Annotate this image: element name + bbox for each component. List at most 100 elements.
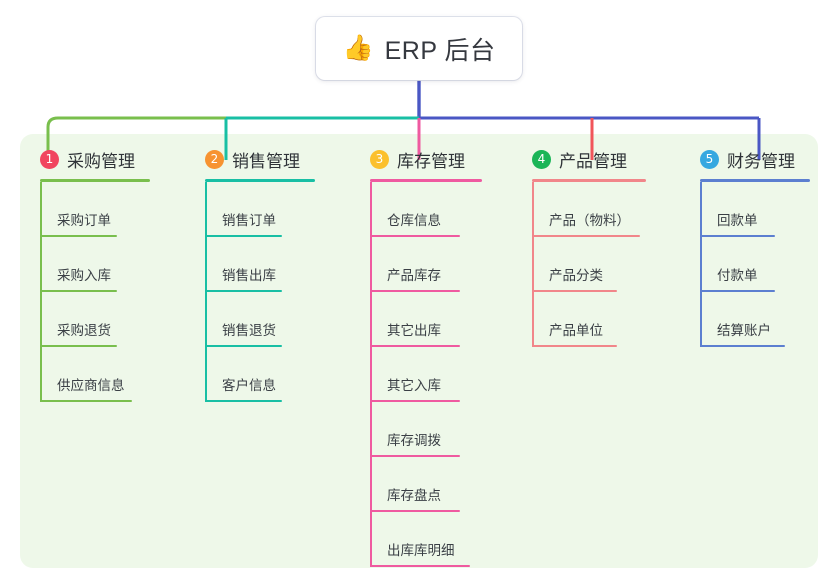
column-items: 回款单付款单结算账户 [700, 182, 810, 347]
column-badge: 5 [700, 149, 719, 169]
leaf-item-label: 客户信息 [222, 378, 276, 393]
leaf-item-rule [40, 400, 132, 402]
leaf-item[interactable]: 库存调拨 [370, 402, 482, 457]
column-items: 产品（物料） 产品分类产品单位 [532, 182, 646, 347]
leaf-item-rule [370, 510, 460, 512]
leaf-item-rule [40, 290, 117, 292]
leaf-item-rule [370, 565, 470, 567]
leaf-item[interactable]: 回款单 [700, 182, 810, 237]
leaf-item[interactable]: 客户信息 [205, 347, 315, 402]
leaf-item-label: 付款单 [717, 268, 758, 283]
column-badge: 2 [205, 149, 224, 169]
leaf-item-label: 采购退货 [57, 323, 111, 338]
leaf-item-label: 采购订单 [57, 213, 111, 228]
leaf-item[interactable]: 产品库存 [370, 237, 482, 292]
diagram-panel [20, 134, 818, 568]
leaf-item-label: 销售退货 [222, 323, 276, 338]
root-node[interactable]: 👍 ERP 后台 [316, 17, 522, 80]
leaf-item[interactable]: 付款单 [700, 237, 810, 292]
leaf-item-label: 其它出库 [387, 323, 441, 338]
column-items: 仓库信息产品库存其它出库其它入库库存调拨库存盘点出库库明细 [370, 182, 482, 567]
leaf-item[interactable]: 其它入库 [370, 347, 482, 402]
leaf-item-label: 结算账户 [717, 323, 771, 338]
column-header-2[interactable]: 2 销售管理 [205, 146, 315, 172]
column-header-rule [700, 179, 810, 182]
column-title: 采购管理 [67, 151, 135, 171]
column-header-4[interactable]: 4 产品管理 [532, 146, 646, 172]
root-title: ERP 后台 [384, 36, 496, 65]
leaf-item-label: 回款单 [717, 213, 758, 228]
leaf-item-rule [370, 290, 460, 292]
leaf-item-rule [700, 345, 785, 347]
leaf-item[interactable]: 产品单位 [532, 292, 646, 347]
leaf-item-rule [370, 235, 460, 237]
leaf-item-rule [370, 455, 460, 457]
leaf-item-rule [532, 235, 640, 237]
root-node-content: 👍 ERP 后台 [342, 31, 495, 67]
leaf-item-rule [205, 290, 282, 292]
leaf-item-rule [700, 290, 775, 292]
column-spine [40, 182, 42, 402]
leaf-item-label: 仓库信息 [387, 213, 441, 228]
leaf-item-rule [40, 235, 117, 237]
leaf-item-rule [700, 235, 775, 237]
leaf-item-rule [370, 345, 460, 347]
column-title: 库存管理 [397, 151, 465, 171]
leaf-item-rule [40, 345, 117, 347]
leaf-item-label: 销售出库 [222, 268, 276, 283]
column-产品管理: 4 产品管理产品（物料） 产品分类产品单位 [532, 146, 646, 347]
column-header-rule [205, 179, 315, 182]
column-header-1[interactable]: 1 采购管理 [40, 146, 150, 172]
leaf-item-rule [532, 345, 617, 347]
column-badge: 1 [40, 149, 59, 169]
leaf-item[interactable]: 产品分类 [532, 237, 646, 292]
leaf-item-rule [532, 290, 617, 292]
leaf-item-rule [370, 400, 460, 402]
thumbs-up-icon: 👍 [342, 34, 374, 62]
leaf-item[interactable]: 出库库明细 [370, 512, 482, 567]
column-title: 销售管理 [232, 151, 300, 171]
column-header-3[interactable]: 3 库存管理 [370, 146, 482, 172]
leaf-item-label: 其它入库 [387, 378, 441, 393]
column-items: 销售订单销售出库销售退货客户信息 [205, 182, 315, 402]
column-财务管理: 5 财务管理回款单付款单结算账户 [700, 146, 810, 347]
column-title: 财务管理 [727, 151, 795, 171]
leaf-item-label: 产品库存 [387, 268, 441, 283]
leaf-item[interactable]: 销售出库 [205, 237, 315, 292]
column-spine [700, 182, 702, 347]
leaf-item-rule [205, 345, 282, 347]
column-items: 采购订单采购入库采购退货供应商信息 [40, 182, 150, 402]
column-spine [532, 182, 534, 347]
leaf-item-label: 产品（物料） [549, 213, 630, 228]
leaf-item-label: 采购入库 [57, 268, 111, 283]
leaf-item-label: 库存盘点 [387, 488, 441, 503]
column-header-5[interactable]: 5 财务管理 [700, 146, 810, 172]
leaf-item[interactable]: 销售退货 [205, 292, 315, 347]
column-title: 产品管理 [559, 151, 627, 171]
leaf-item-label: 出库库明细 [387, 543, 455, 558]
leaf-item[interactable]: 结算账户 [700, 292, 810, 347]
leaf-item-label: 供应商信息 [57, 378, 125, 393]
column-badge: 4 [532, 149, 551, 169]
leaf-item[interactable]: 其它出库 [370, 292, 482, 347]
leaf-item-rule [205, 235, 282, 237]
column-库存管理: 3 库存管理仓库信息产品库存其它出库其它入库库存调拨库存盘点出库库明细 [370, 146, 482, 567]
leaf-item[interactable]: 供应商信息 [40, 347, 150, 402]
leaf-item-rule [205, 400, 282, 402]
leaf-item[interactable]: 销售订单 [205, 182, 315, 237]
column-spine [370, 182, 372, 567]
leaf-item-label: 产品单位 [549, 323, 603, 338]
leaf-item[interactable]: 采购入库 [40, 237, 150, 292]
leaf-item[interactable]: 产品（物料） [532, 182, 646, 237]
leaf-item[interactable]: 仓库信息 [370, 182, 482, 237]
leaf-item-label: 库存调拨 [387, 433, 441, 448]
column-badge: 3 [370, 149, 389, 169]
leaf-item[interactable]: 采购订单 [40, 182, 150, 237]
column-采购管理: 1 采购管理采购订单采购入库采购退货供应商信息 [40, 146, 150, 402]
leaf-item[interactable]: 库存盘点 [370, 457, 482, 512]
column-header-rule [532, 179, 646, 182]
leaf-item-label: 产品分类 [549, 268, 603, 283]
column-spine [205, 182, 207, 402]
column-header-rule [40, 179, 150, 182]
leaf-item[interactable]: 采购退货 [40, 292, 150, 347]
